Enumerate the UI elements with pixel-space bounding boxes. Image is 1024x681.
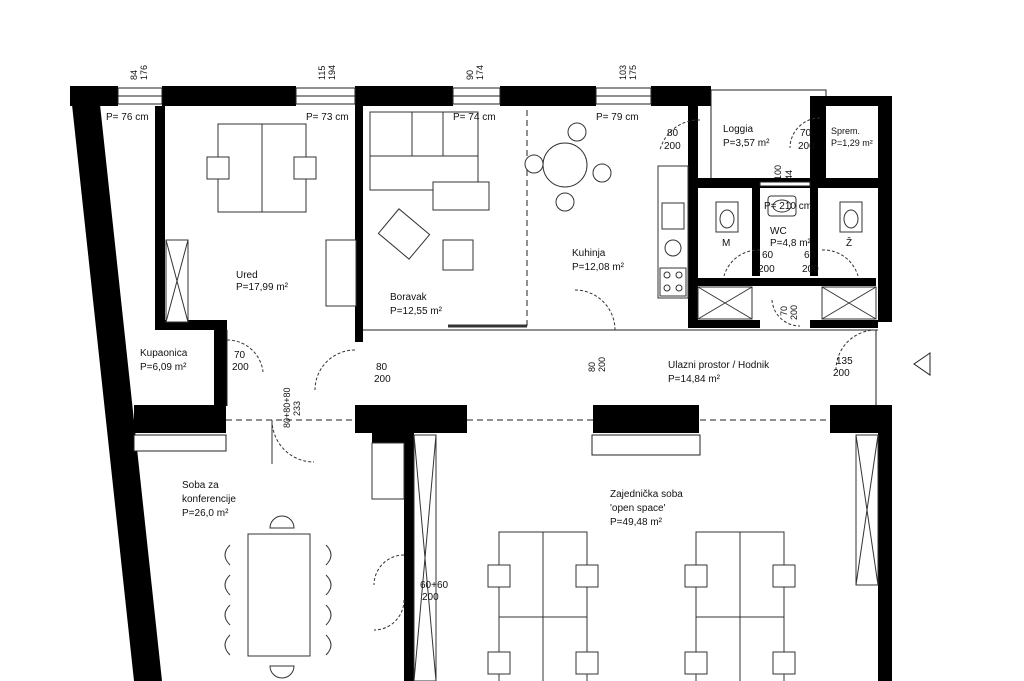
wc-fixtures	[715, 195, 863, 233]
cabinets	[165, 239, 879, 681]
dim-triple-h: 233	[292, 401, 302, 416]
dim-p210: P= 210 cm	[764, 201, 812, 212]
room-sprem-area: P=1,29 m²	[831, 138, 873, 148]
door-swings	[226, 117, 877, 631]
dim-135-h: 200	[833, 368, 850, 379]
room-hodnik-name: Ulazni prostor / Hodnik	[668, 360, 770, 371]
dim-boravak-h: 200	[374, 374, 391, 385]
room-boravak-name: Boravak	[390, 292, 428, 303]
dim-100: 100	[773, 165, 783, 180]
office-furniture	[206, 123, 357, 307]
room-kuhinja-name: Kuhinja	[572, 248, 606, 259]
room-loggia-area: P=3,57 m²	[723, 138, 770, 149]
win-dim-b-2: 194	[327, 65, 337, 80]
room-kupaonica-name: Kupaonica	[140, 348, 188, 359]
room-konferencija-area: P=26,0 m²	[182, 508, 229, 519]
dim-70-h: 200	[798, 141, 815, 152]
room-wc-m: M	[722, 238, 730, 249]
win-dim-b-1: 176	[139, 65, 149, 80]
sill-4: P= 79 cm	[596, 112, 639, 123]
dim-bath-w: 70	[234, 350, 246, 361]
room-openspace-area: P=49,48 m²	[610, 517, 663, 528]
room-openspace-line1: Zajednička soba	[610, 489, 683, 500]
kitchen-furniture	[524, 122, 689, 299]
dim-hall-h: 200	[597, 357, 607, 372]
dim-60-h-right: 200	[802, 264, 819, 275]
room-kuhinja-area: P=12,08 m²	[572, 262, 625, 273]
dim-135-w: 135	[836, 356, 853, 367]
room-konferencija-line2: konferencije	[182, 494, 236, 505]
sill-heights: P= 76 cm P= 73 cm P= 74 cm P= 79 cm	[106, 112, 639, 123]
dim-bath-h: 200	[232, 362, 249, 373]
dim-60-h-left: 200	[758, 264, 775, 275]
room-wc-z: Ž	[846, 236, 852, 249]
windows	[117, 87, 811, 456]
room-openspace-line2: 'open space'	[610, 503, 666, 514]
win-dim-a-4: 103	[618, 65, 628, 80]
room-boravak-area: P=12,55 m²	[390, 306, 443, 317]
room-sprem-name: Sprem.	[831, 126, 860, 136]
dim-triple-w: 80+80+80	[282, 387, 292, 428]
dim-44: 44	[784, 170, 794, 180]
sill-3: P= 74 cm	[453, 112, 496, 123]
dim-boravak-w: 80	[376, 362, 388, 373]
dim-70-w: 70	[800, 128, 812, 139]
dim-wc-h: 200	[789, 305, 799, 320]
room-labels: Ured P=17,99 m² Boravak P=12,55 m² Kuhin…	[140, 124, 873, 528]
living-furniture	[369, 111, 527, 328]
room-loggia-name: Loggia	[723, 124, 753, 135]
conference-furniture	[224, 515, 332, 679]
dim-80-h: 200	[664, 141, 681, 152]
dim-double-w: 60+60	[420, 580, 449, 591]
room-ured-name: Ured	[236, 270, 258, 281]
win-dim-a-3: 90	[465, 70, 475, 80]
win-dim-b-3: 174	[475, 65, 485, 80]
room-hodnik-area: P=14,84 m²	[668, 374, 721, 385]
open-space-desks	[487, 531, 796, 681]
dim-wc-w: 70	[779, 306, 789, 316]
room-kupaonica-area: P=6,09 m²	[140, 362, 187, 373]
sill-2: P= 73 cm	[306, 112, 349, 123]
dim-60-w-right: 60	[804, 250, 816, 261]
win-dim-a-2: 115	[317, 66, 327, 80]
dim-60-w-left: 60	[762, 250, 774, 261]
room-wc-name: WC	[770, 226, 787, 237]
dim-double-h: 200	[422, 592, 439, 603]
win-dim-b-4: 175	[628, 65, 638, 80]
dim-hall-w: 80	[587, 362, 597, 372]
sill-1: P= 76 cm	[106, 112, 149, 123]
win-dim-a-1: 84	[129, 70, 139, 80]
room-ured-area: P=17,99 m²	[236, 282, 289, 293]
room-wc-area: P=4,8 m²	[770, 238, 812, 249]
walls	[70, 86, 892, 681]
thin-outlines	[226, 89, 878, 421]
door-dims: 80 200 70 200 100 44 P= 210 cm 60 200 60…	[232, 128, 853, 603]
dim-80-w: 80	[667, 128, 679, 139]
entrance-arrow-icon	[913, 352, 931, 376]
room-konferencija-line1: Soba za	[182, 480, 219, 491]
top-window-dims: 84 176 115 194 90 174 103 175	[129, 65, 638, 80]
